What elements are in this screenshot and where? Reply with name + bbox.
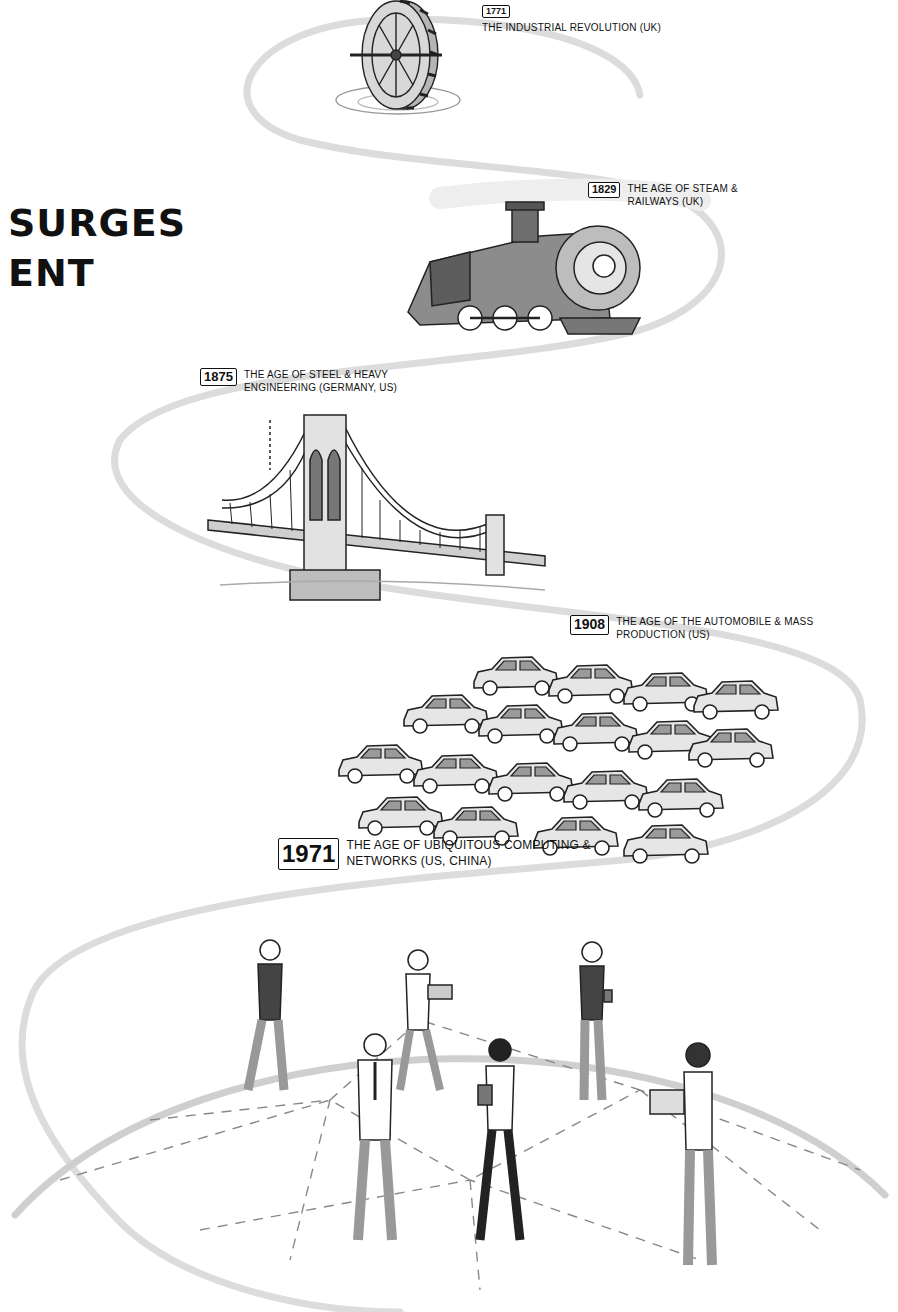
era-label: THE AGE OF UBIQUITOUS COMPUTING & NETWOR…: [346, 838, 646, 869]
era-label: THE AGE OF STEAM & RAILWAYS (UK): [627, 182, 777, 208]
year-box: 1971: [278, 838, 339, 870]
water-wheel: [336, 1, 460, 114]
network-ground: [15, 1020, 885, 1290]
person-legs: [584, 1020, 602, 1100]
tablet: [478, 1085, 492, 1105]
car: [689, 729, 773, 767]
people: [248, 940, 712, 1265]
train-rod: [470, 317, 540, 320]
diagram-title: SURGES ENT: [8, 198, 198, 298]
person-body: [684, 1072, 712, 1150]
person: [358, 1034, 392, 1240]
bridge-hangers: [230, 468, 480, 552]
era-node: 1875 THE AGE OF STEEL & HEAVY ENGINEERING…: [200, 368, 419, 394]
person-head: [260, 940, 280, 960]
car: [479, 705, 563, 743]
person-head: [364, 1034, 386, 1056]
era-node: 1971THE AGE OF UBIQUITOUS COMPUTING & NE…: [278, 838, 646, 870]
era-node: 1771THE INDUSTRIAL REVOLUTION (UK): [482, 5, 692, 34]
bridge-tower: [304, 415, 346, 575]
bridge-cable: [222, 430, 306, 508]
car: [624, 825, 708, 863]
bridge-line: [269, 420, 271, 470]
boiler-front: [556, 226, 640, 310]
era-node: 1829 THE AGE OF STEAM & RAILWAYS (UK): [588, 182, 777, 208]
person: [400, 950, 452, 1090]
train-chimney: [512, 206, 538, 242]
boiler-ring: [574, 242, 626, 294]
person-body: [406, 974, 430, 1030]
person-legs: [480, 1130, 520, 1240]
person-legs: [400, 1030, 440, 1090]
car: [474, 657, 558, 695]
car: [404, 695, 488, 733]
year-box: 1771: [482, 5, 510, 18]
person-legs: [688, 1150, 712, 1265]
person-head: [582, 942, 602, 962]
year-box: 1908: [570, 615, 609, 635]
car: [564, 771, 648, 809]
person-tie: [374, 1062, 377, 1100]
car-fleet: [339, 657, 778, 863]
tower-arch: [310, 450, 340, 520]
person: [248, 940, 284, 1090]
cow-catcher: [560, 318, 640, 334]
phone: [604, 990, 612, 1002]
car: [359, 797, 443, 835]
car: [339, 745, 423, 783]
suspension-bridge: [208, 415, 545, 600]
year-box: 1829: [588, 182, 620, 198]
laptop: [650, 1090, 684, 1114]
era-node: 1908 THE AGE OF THE AUTOMOBILE & MASS PRO…: [570, 615, 831, 641]
person: [650, 1043, 712, 1265]
person-head: [686, 1043, 710, 1067]
person-body: [580, 966, 604, 1020]
laptop: [428, 985, 452, 999]
train-chimney-top: [506, 202, 544, 210]
wheel-hub: [391, 50, 401, 60]
car: [694, 681, 778, 719]
person-legs: [248, 1020, 284, 1090]
network-link: [60, 1020, 860, 1290]
person: [478, 1039, 520, 1240]
era-label: THE AGE OF THE AUTOMOBILE & MASS PRODUCT…: [616, 615, 831, 641]
person-body: [258, 964, 282, 1020]
person-head: [489, 1039, 511, 1061]
person-legs: [358, 1140, 392, 1240]
person-head: [408, 950, 428, 970]
steam-train: [408, 202, 640, 334]
river-line: [220, 581, 545, 590]
car: [549, 665, 633, 703]
car: [414, 755, 498, 793]
bridge-tower: [486, 515, 504, 575]
car: [639, 779, 723, 817]
train-cab: [430, 252, 470, 306]
era-label: THE INDUSTRIAL REVOLUTION (UK): [482, 21, 692, 34]
person-body: [358, 1060, 392, 1140]
car: [489, 763, 573, 801]
car: [554, 713, 638, 751]
person: [580, 942, 612, 1100]
era-label: THE AGE OF STEEL & HEAVY ENGINEERING (GE…: [244, 368, 419, 394]
network-arc: [15, 1059, 885, 1215]
bridge-pier: [290, 570, 380, 600]
year-box: 1875: [200, 368, 237, 386]
headlamp: [593, 255, 615, 277]
bridge-cable: [344, 425, 492, 538]
